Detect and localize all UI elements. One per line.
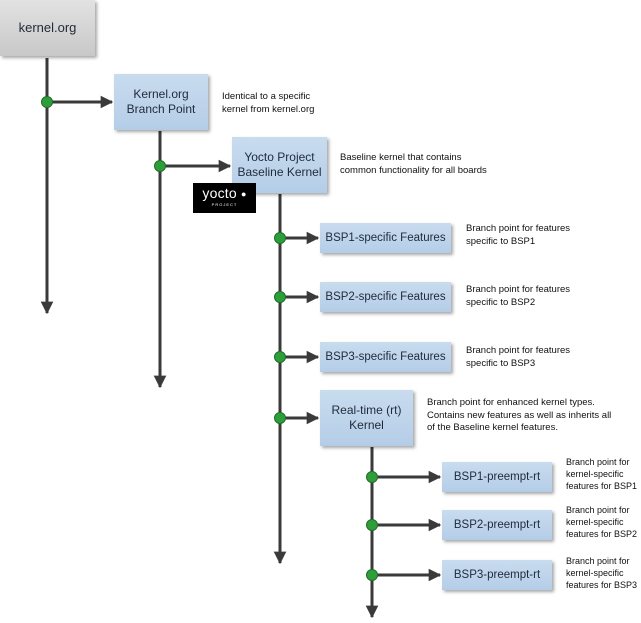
junction-dot (41, 96, 53, 108)
yocto-baseline-line-2: Baseline Kernel (237, 165, 322, 179)
junction-dot (366, 569, 378, 581)
rt-kernel-description: Branch point for enhanced kernel types. … (427, 397, 612, 434)
rt-kernel-line-2: Kernel (349, 418, 384, 432)
bsp1-features-label: BSP1-specific Features (325, 231, 446, 244)
yocto-baseline-description: Baseline kernel that contains common fun… (340, 152, 487, 176)
bsp3-features-description: Branch point for features specific to BS… (466, 345, 571, 369)
yocto-logo-sub: PROJECT (211, 201, 238, 207)
bsp3-preempt-description: Branch point for kernel-specific feature… (566, 556, 638, 590)
bsp3-preempt-label: BSP3-preempt-rt (453, 568, 541, 581)
rt-kernel-line-1: Real-time (rt) (331, 403, 402, 417)
branch-point-line-1: Kernel.org (133, 87, 189, 101)
branch-point-node: Kernel.org Branch Point (114, 74, 208, 130)
branch-point-line-2: Branch Point (126, 102, 196, 116)
bsp2-preempt-description: Branch point for kernel-specific feature… (566, 505, 638, 539)
bsp3-features-node: BSP3-specific Features (320, 342, 451, 372)
junction-dot (154, 160, 166, 172)
branch-point-description: Identical to a specific kernel from kern… (222, 91, 315, 115)
kernel-org-node: kernel.org (0, 0, 95, 56)
junction-dot (366, 519, 378, 531)
bsp2-preempt-label: BSP2-preempt-rt (453, 518, 541, 531)
junction-dot (274, 232, 286, 244)
bsp2-features-label: BSP2-specific Features (325, 290, 446, 303)
bsp2-preempt-node: BSP2-preempt-rt (442, 510, 552, 540)
junction-dot (366, 471, 378, 483)
rt-kernel-node: Real-time (rt) Kernel (320, 390, 413, 446)
yocto-logo-word: yocto ● (202, 185, 247, 201)
yocto-project-logo: yocto ● PROJECT (193, 183, 256, 213)
bsp1-preempt-description: Branch point for kernel-specific feature… (566, 457, 638, 491)
bsp1-features-node: BSP1-specific Features (320, 223, 451, 253)
junction-dot (274, 412, 286, 424)
junction-dot (274, 291, 286, 303)
bsp1-preempt-label: BSP1-preempt-rt (453, 470, 541, 483)
bsp3-preempt-node: BSP3-preempt-rt (442, 560, 552, 590)
kernel-org-label: kernel.org (18, 19, 77, 35)
bsp3-features-label: BSP3-specific Features (325, 350, 446, 363)
bsp1-features-description: Branch point for features specific to BS… (466, 223, 571, 247)
junction-dot (274, 351, 286, 363)
bsp2-features-description: Branch point for features specific to BS… (466, 284, 571, 308)
bsp1-preempt-node: BSP1-preempt-rt (442, 462, 552, 492)
yocto-baseline-line-1: Yocto Project (244, 150, 315, 164)
bsp2-features-node: BSP2-specific Features (320, 282, 451, 312)
